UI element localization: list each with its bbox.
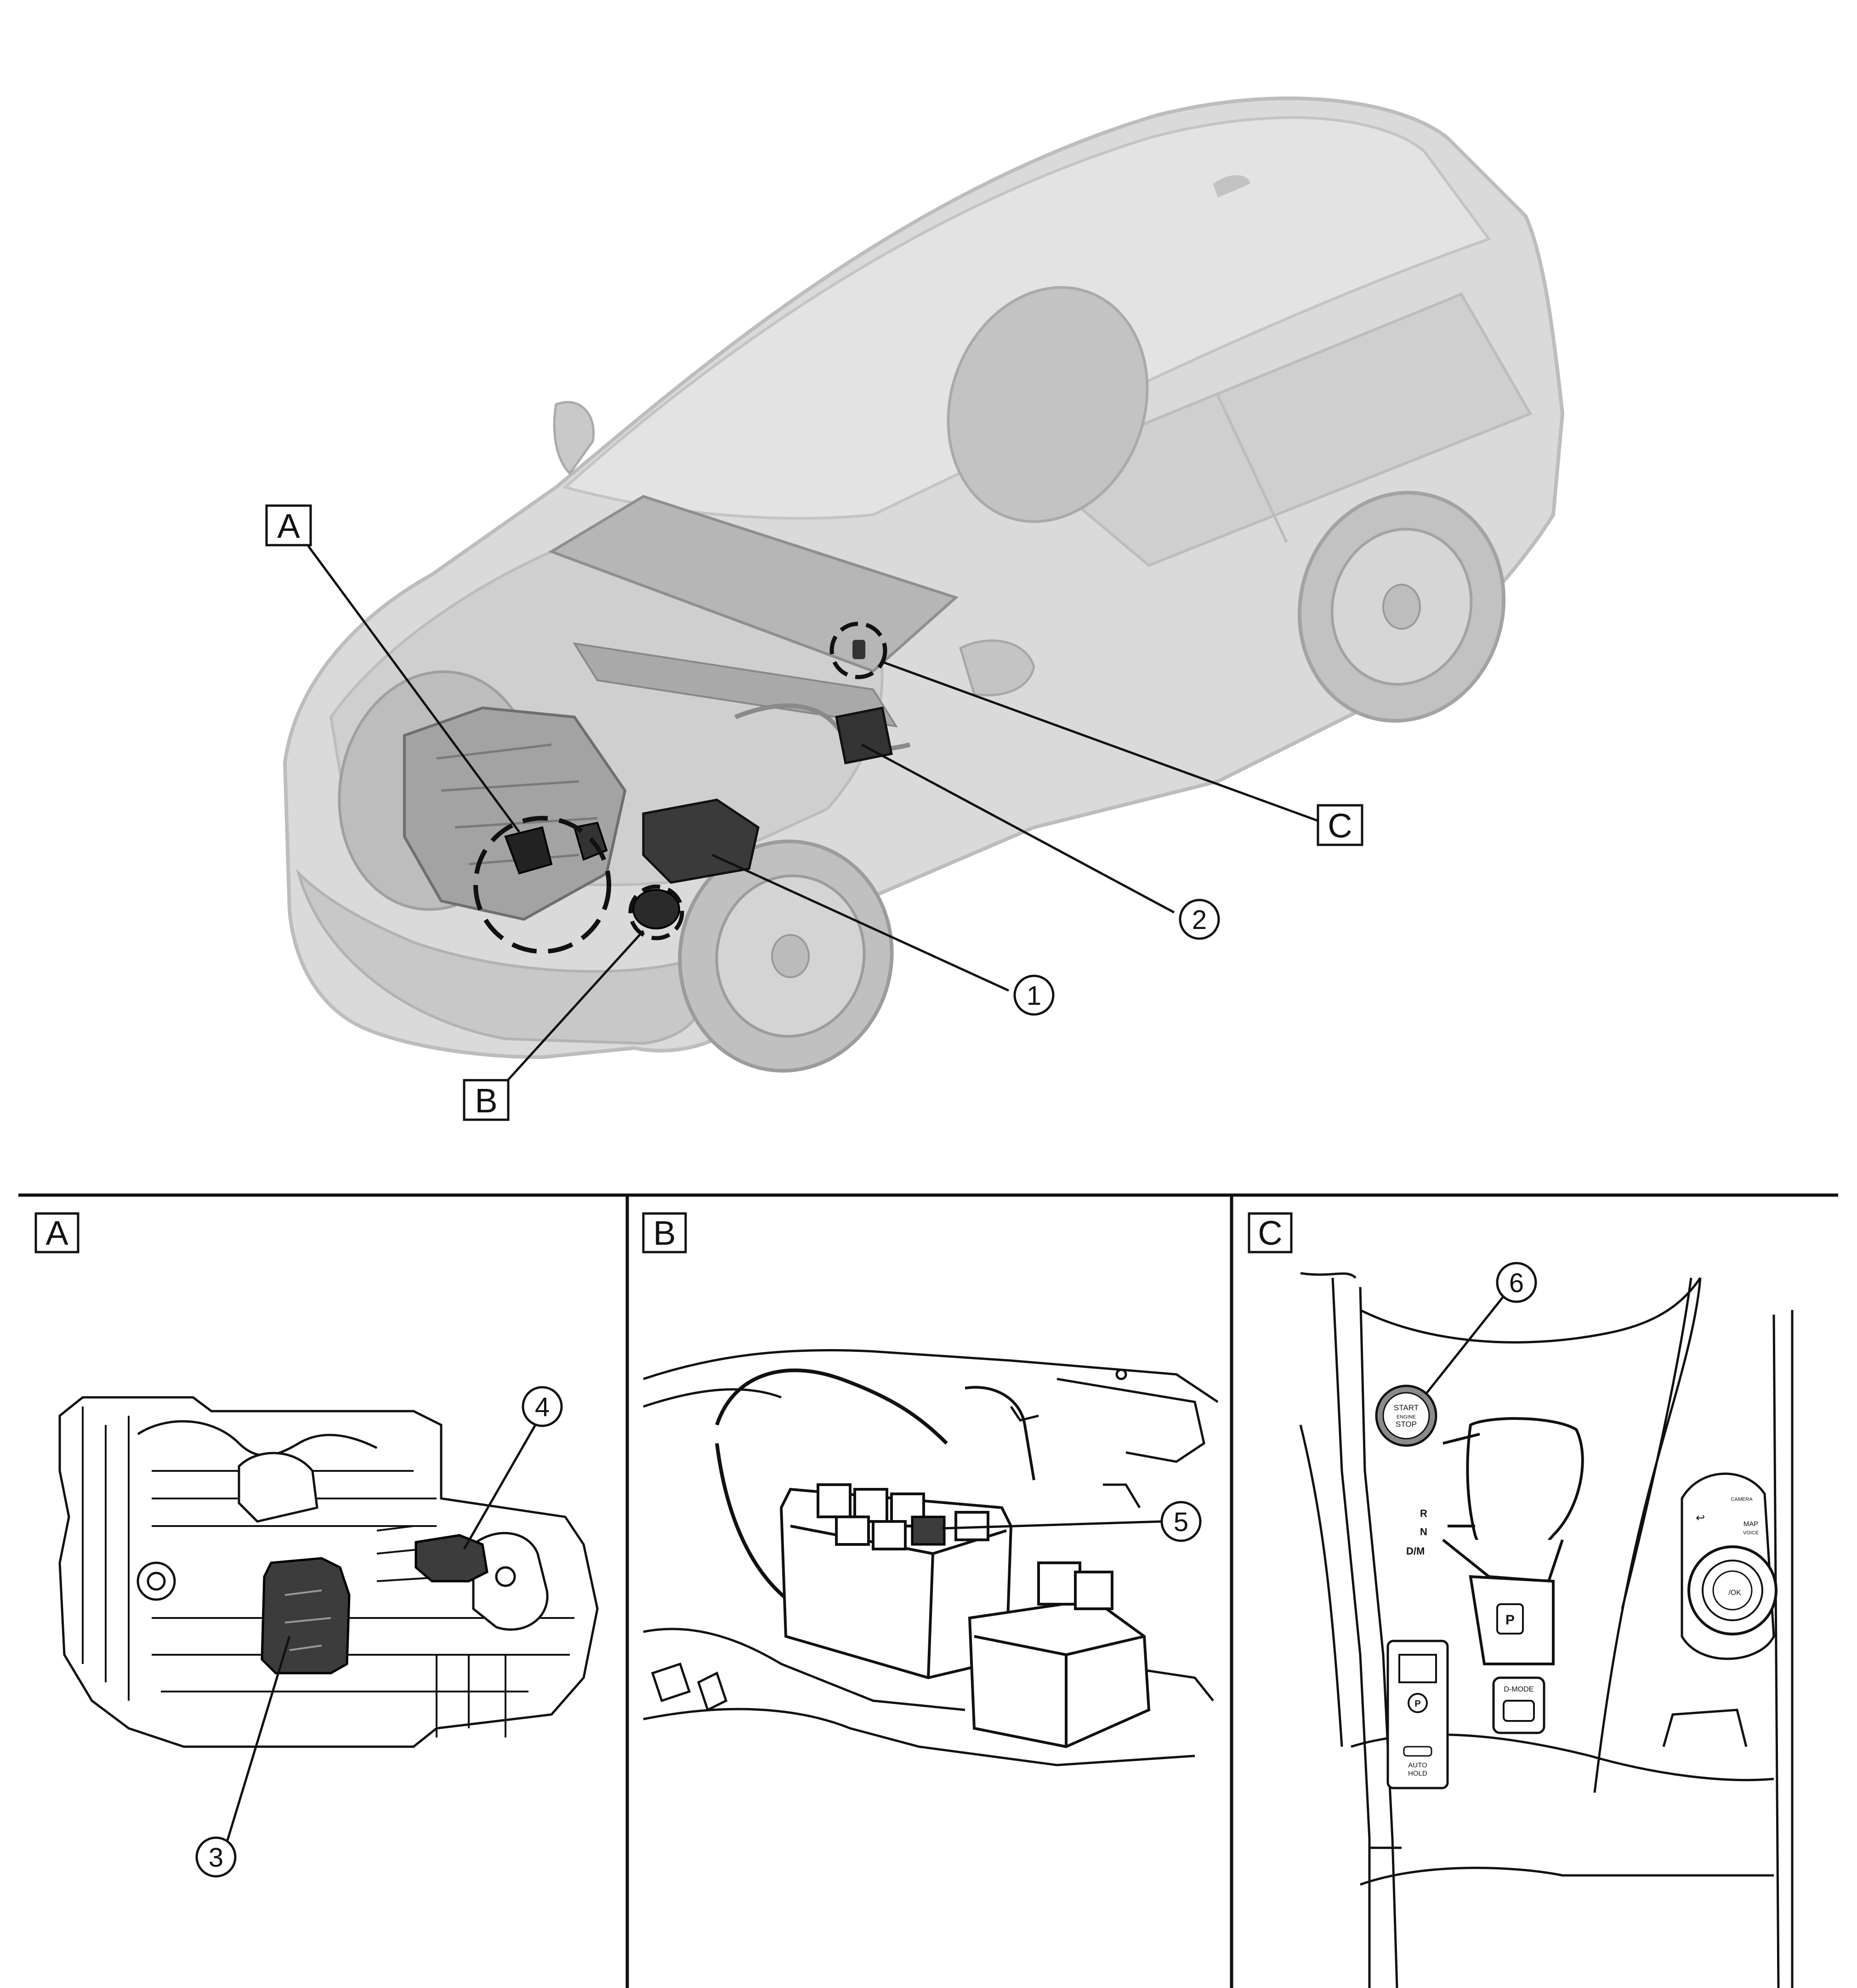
component-3 — [261, 1557, 351, 1675]
callout-number-1: 1 — [1013, 974, 1055, 1016]
callout-number-3: 3 — [195, 1836, 237, 1878]
component-b-part — [632, 889, 680, 929]
panel-c: C START ENGINE STOP 6 — [1248, 1212, 1794, 1988]
callout-number-6: 6 — [1496, 1262, 1537, 1303]
infotainment-controller[interactable]: /OK CAMERA MAP VOICE ↩ — [1681, 1472, 1777, 1660]
panel-a: A 3 4 — [34, 1212, 599, 1878]
shift-lever[interactable] — [1442, 1417, 1584, 1583]
svg-text:4: 4 — [535, 1392, 550, 1422]
svg-text:C: C — [1328, 807, 1352, 845]
callout-number-5: 5 — [1160, 1501, 1202, 1542]
camera-button-label: CAMERA — [1731, 1497, 1753, 1502]
panel-b-label: B — [653, 1214, 676, 1252]
callout-number-2: 2 — [1179, 899, 1220, 940]
component-4 — [415, 1534, 488, 1583]
electronic-parking-brake-switch[interactable]: P — [1408, 1693, 1428, 1713]
svg-text:B: B — [475, 1082, 497, 1120]
svg-text:HOLD: HOLD — [1408, 1770, 1427, 1777]
component-c-part — [852, 640, 865, 659]
auto-hold-button[interactable]: AUTO HOLD — [1403, 1746, 1432, 1777]
controller-ok-label: /OK — [1728, 1589, 1741, 1597]
callout-box-a: A — [265, 504, 312, 547]
panel-a-label: A — [45, 1214, 68, 1252]
wheel-front-left — [678, 839, 894, 1073]
svg-text:2: 2 — [1192, 905, 1207, 935]
component-a-parts — [504, 826, 553, 875]
detail-circle-a — [473, 816, 611, 954]
park-button[interactable]: P — [1469, 1575, 1555, 1665]
component-5 — [911, 1515, 946, 1546]
back-icon: ↩ — [1696, 1512, 1705, 1524]
svg-text:D-MODE: D-MODE — [1504, 1686, 1534, 1693]
svg-text:ENGINE: ENGINE — [1397, 1414, 1416, 1420]
svg-text:A: A — [277, 507, 300, 545]
shift-position-n: N — [1420, 1526, 1427, 1538]
svg-text:3: 3 — [209, 1843, 223, 1873]
wheel-rear-left — [1297, 490, 1506, 723]
svg-text:STOP: STOP — [1396, 1420, 1417, 1429]
panel-b: B — [642, 1212, 1219, 1766]
relay-box — [779, 1483, 1013, 1680]
drive-mode-button[interactable]: D-MODE — [1492, 1676, 1545, 1734]
wheel-rear-right — [947, 286, 1149, 523]
shift-position-r: R — [1420, 1508, 1427, 1519]
svg-text:1: 1 — [1027, 981, 1041, 1011]
voice-button-label: VOICE — [1743, 1530, 1759, 1536]
overview-leader-lines — [304, 541, 1324, 1081]
detail-circle-b — [628, 884, 684, 940]
svg-text:6: 6 — [1509, 1268, 1524, 1298]
callout-box-b: B — [463, 1079, 510, 1121]
svg-text:START: START — [1394, 1403, 1419, 1412]
svg-text:5: 5 — [1174, 1507, 1188, 1537]
svg-text:P: P — [1505, 1612, 1515, 1628]
svg-text:P: P — [1414, 1699, 1420, 1709]
vehicle-overview — [283, 96, 1565, 1073]
side-mirror — [959, 639, 1035, 696]
map-button-label: MAP — [1743, 1520, 1759, 1528]
component-2-control-unit — [835, 706, 893, 764]
callout-box-c: C — [1317, 804, 1363, 846]
component-6-start-stop-button[interactable]: START ENGINE STOP — [1375, 1384, 1437, 1447]
svg-text:AUTO: AUTO — [1408, 1761, 1427, 1769]
parking-brake-switch-panel — [1386, 1640, 1449, 1789]
dashboard-assembly — [548, 495, 959, 673]
panel-c-label: C — [1258, 1214, 1282, 1252]
sub-fuse-box — [968, 1561, 1151, 1749]
callout-number-4: 4 — [522, 1386, 563, 1427]
shift-position-dm: D/M — [1406, 1545, 1425, 1557]
detail-circle-c — [829, 621, 887, 679]
